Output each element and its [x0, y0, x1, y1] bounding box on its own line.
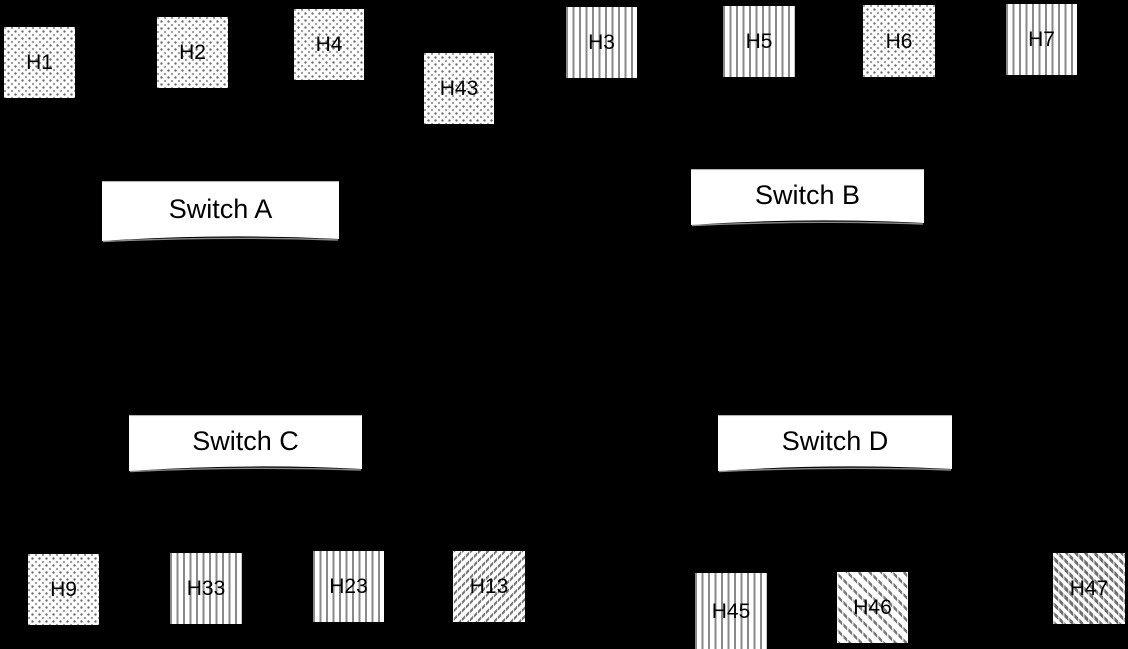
host-h7-node: H7: [1006, 4, 1077, 75]
host-label: H47: [1069, 577, 1109, 600]
switch-d-node: Switch D: [718, 415, 952, 473]
switch-shape: [691, 169, 924, 227]
host-h6-node: H6: [863, 5, 935, 77]
host-h3-node: H3: [566, 7, 637, 78]
host-label: H23: [329, 575, 368, 598]
host-h9-node: H9: [28, 554, 99, 625]
switch-a-node: Switch A: [102, 181, 339, 243]
host-label: H1: [26, 51, 53, 74]
host-label: H7: [1028, 28, 1055, 51]
host-label: H3: [588, 31, 615, 54]
host-label: H43: [439, 77, 479, 100]
host-h13-node: H13: [453, 551, 525, 622]
host-h43-node: H43: [424, 53, 494, 124]
host-h46-node: H46: [837, 572, 908, 643]
host-label: H45: [711, 599, 751, 623]
host-label: H13: [469, 575, 509, 598]
switch-label: Switch A: [168, 194, 273, 224]
switch-b-node: Switch B: [691, 169, 924, 227]
host-h4-node: H4: [294, 9, 364, 80]
host-label: H46: [853, 596, 892, 619]
switch-label: Switch D: [781, 426, 889, 456]
host-label: H4: [315, 33, 343, 56]
host-label: H9: [50, 578, 77, 601]
host-h2-node: H2: [157, 17, 228, 88]
host-h5-node: H5: [723, 6, 795, 77]
host-label: H6: [885, 29, 913, 53]
host-label: H5: [745, 30, 773, 53]
switch-shape: [129, 415, 362, 473]
switch-label: Switch B: [754, 180, 861, 210]
host-label: H33: [186, 577, 226, 600]
switch-c-node: Switch C: [129, 415, 362, 473]
switch-shape: [102, 181, 339, 243]
host-h45-node: H45: [695, 573, 767, 649]
switch-shape: [718, 415, 952, 473]
host-label: H2: [179, 41, 206, 64]
switch-label: Switch C: [192, 426, 299, 456]
host-h1-node: H1: [4, 27, 75, 98]
host-h23-node: H23: [313, 551, 384, 622]
host-h47-node: H47: [1053, 553, 1125, 624]
host-h33-node: H33: [170, 553, 242, 624]
